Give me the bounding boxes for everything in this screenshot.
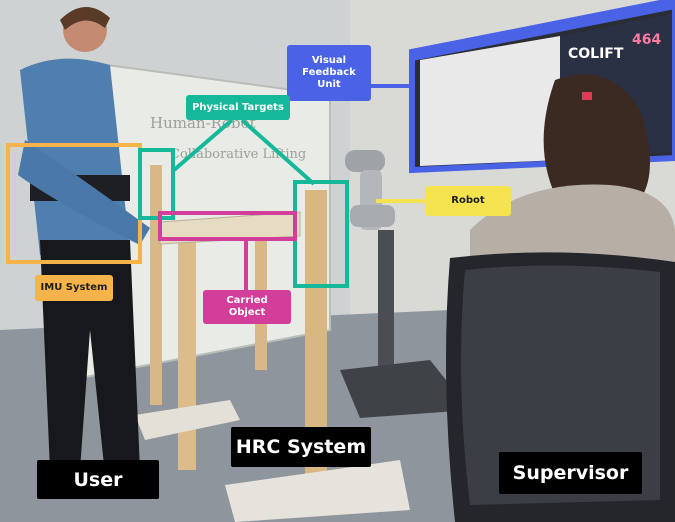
- user-hair: [60, 6, 110, 30]
- stand-left-leg: [178, 230, 196, 470]
- hrc-system-label: HRC System: [231, 427, 371, 467]
- robot-base: [340, 360, 470, 418]
- robot-arm-wrist: [350, 205, 395, 227]
- supervisor-hair-tie: [582, 92, 592, 100]
- physical-connector-right: [240, 118, 316, 186]
- robot-label: Robot: [425, 186, 511, 216]
- physical-connector-left: [172, 118, 234, 172]
- robot-arm-joint: [345, 150, 385, 172]
- stand-left-post: [150, 165, 162, 405]
- imu-system-label: IMU System: [35, 275, 113, 301]
- supervisor-hair: [543, 74, 650, 206]
- supervisor-label: Supervisor: [499, 452, 642, 494]
- carried-object-label: Carried Object: [203, 290, 291, 324]
- chair-backrest: [461, 265, 660, 505]
- stand-left-base: [135, 400, 240, 440]
- visual-feedback-unit-label: Visual Feedback Unit: [287, 45, 371, 101]
- user-label: User: [37, 460, 159, 499]
- stand-right-base: [225, 460, 410, 522]
- screen-score: 464: [632, 32, 661, 48]
- carried-object-outline: [158, 211, 297, 241]
- physical-targets-label: Physical Targets: [186, 95, 290, 120]
- user-arm: [18, 140, 150, 245]
- robot-pillar: [378, 230, 394, 370]
- whiteboard-text-2: Collaborative Lifting: [170, 147, 306, 162]
- visual-feedback-outline: [409, 0, 675, 174]
- physical-target-outline-left: [138, 148, 175, 220]
- monitor-screen-left: [420, 36, 560, 166]
- screen-title: COLIFT: [568, 46, 624, 62]
- stand-right-post: [305, 190, 327, 480]
